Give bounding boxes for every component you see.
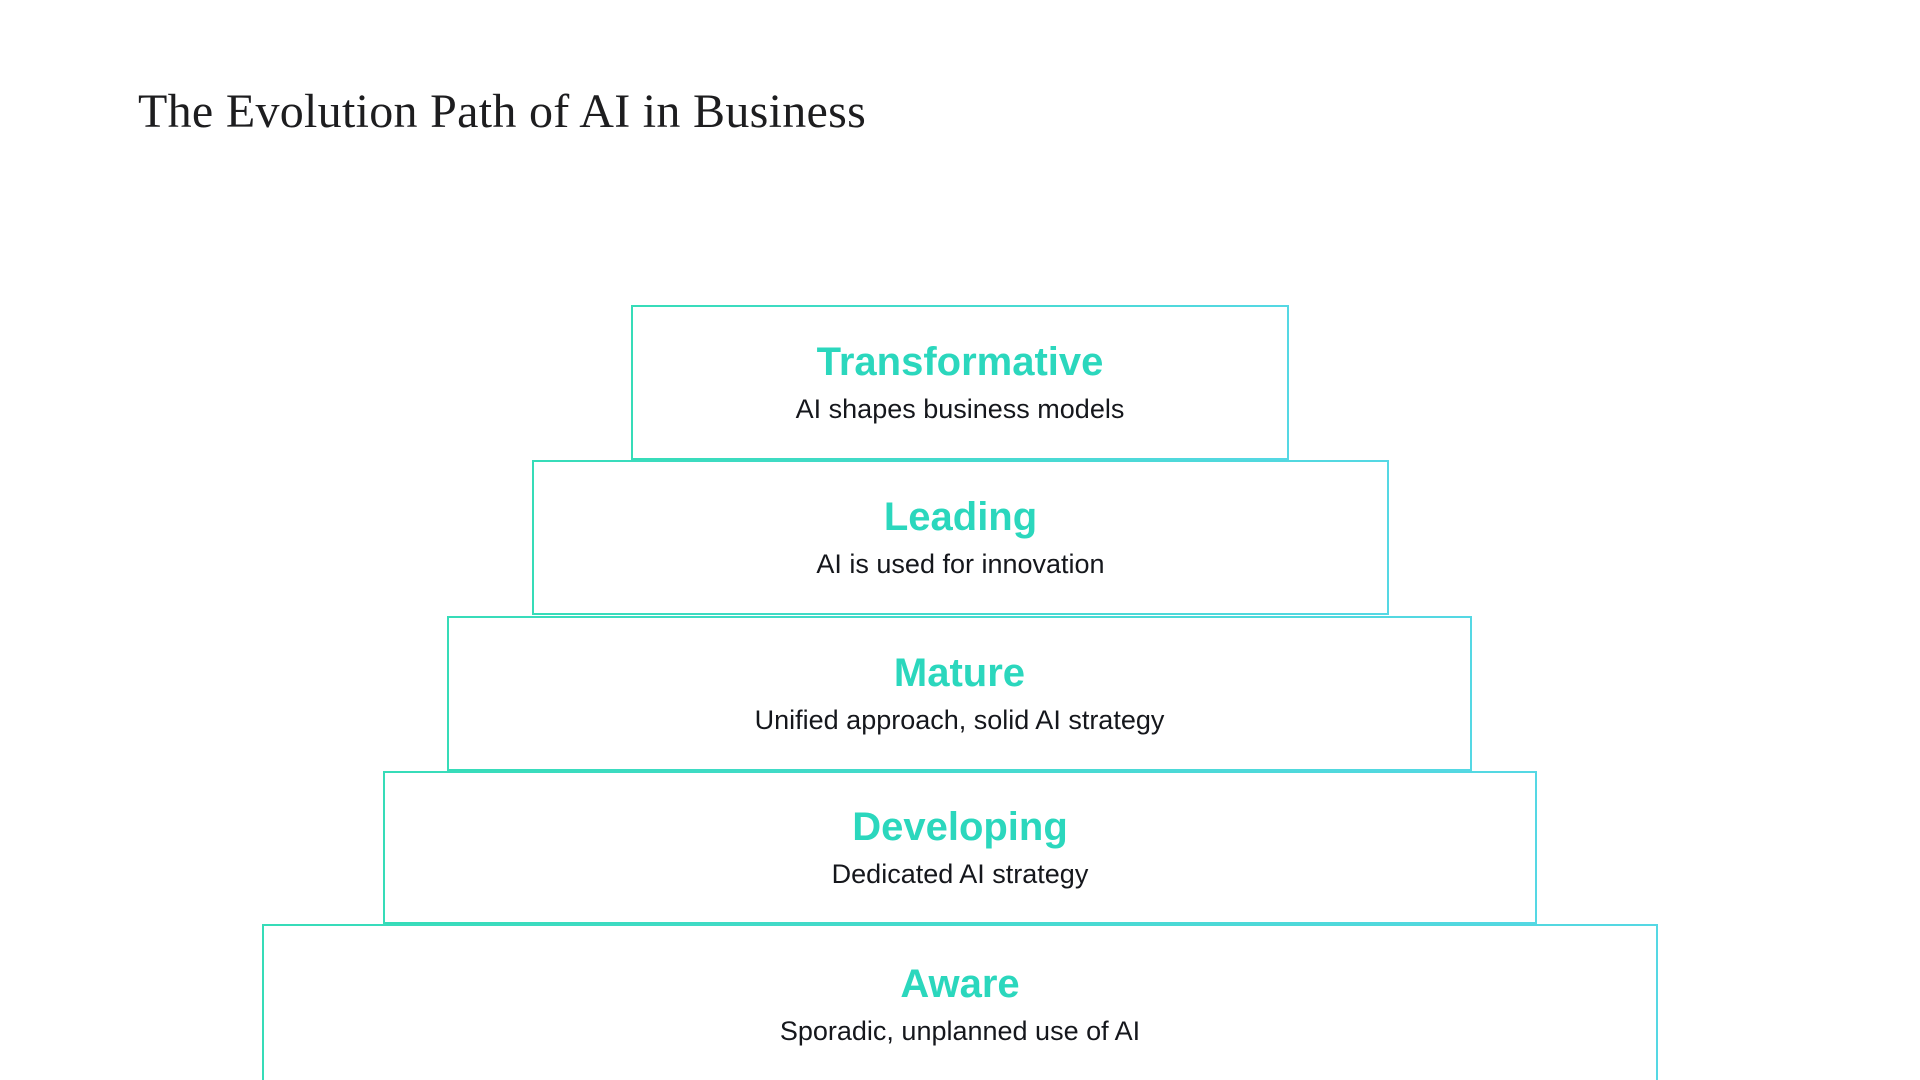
- level-description: AI is used for innovation: [816, 549, 1105, 580]
- level-title: Transformative: [816, 340, 1104, 385]
- page-title: The Evolution Path of AI in Business: [138, 85, 867, 138]
- pyramid-level-leading: Leading AI is used for innovation: [532, 460, 1389, 615]
- level-description: Dedicated AI strategy: [831, 859, 1089, 890]
- pyramid-level-mature: Mature Unified approach, solid AI strate…: [447, 616, 1472, 771]
- level-description: Sporadic, unplanned use of AI: [779, 1015, 1141, 1046]
- level-description: AI shapes business models: [795, 394, 1125, 425]
- level-title: Leading: [883, 495, 1038, 540]
- level-title: Aware: [900, 961, 1020, 1006]
- pyramid-level-developing: Developing Dedicated AI strategy: [383, 771, 1537, 924]
- level-title: Developing: [852, 805, 1068, 850]
- pyramid-level-aware: Aware Sporadic, unplanned use of AI: [262, 924, 1658, 1080]
- level-description: Unified approach, solid AI strategy: [754, 705, 1165, 736]
- pyramid-level-transformative: Transformative AI shapes business models: [631, 305, 1289, 460]
- level-title: Mature: [893, 651, 1026, 696]
